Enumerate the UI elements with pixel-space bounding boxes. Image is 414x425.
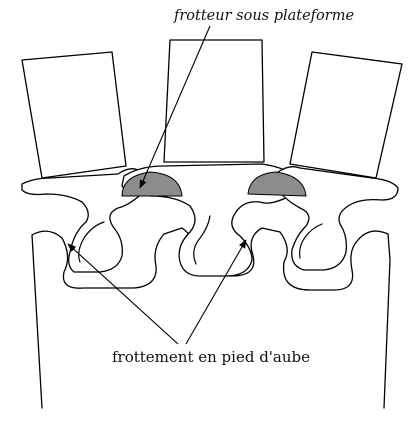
- blade-center-airfoil: [163, 39, 265, 163]
- label-platform-damper: frotteur sous plateforme: [173, 8, 354, 24]
- blade-right-root-inner: [299, 223, 323, 259]
- platform-damper-right: [247, 171, 307, 197]
- label-root-friction: frottement en pied d'aube: [112, 348, 310, 366]
- blade-right: [275, 51, 403, 271]
- blade-center-root-inner: [193, 215, 211, 265]
- platform-damper-left: [121, 171, 183, 197]
- blade-right-airfoil: [289, 51, 403, 179]
- leader-root-left: [67, 243, 179, 345]
- blade-right-root: [275, 166, 399, 271]
- blade-left-airfoil: [21, 51, 127, 179]
- leader-root-right: [185, 239, 247, 345]
- blade-left-root-inner: [78, 221, 105, 263]
- leader-damper: [139, 25, 211, 189]
